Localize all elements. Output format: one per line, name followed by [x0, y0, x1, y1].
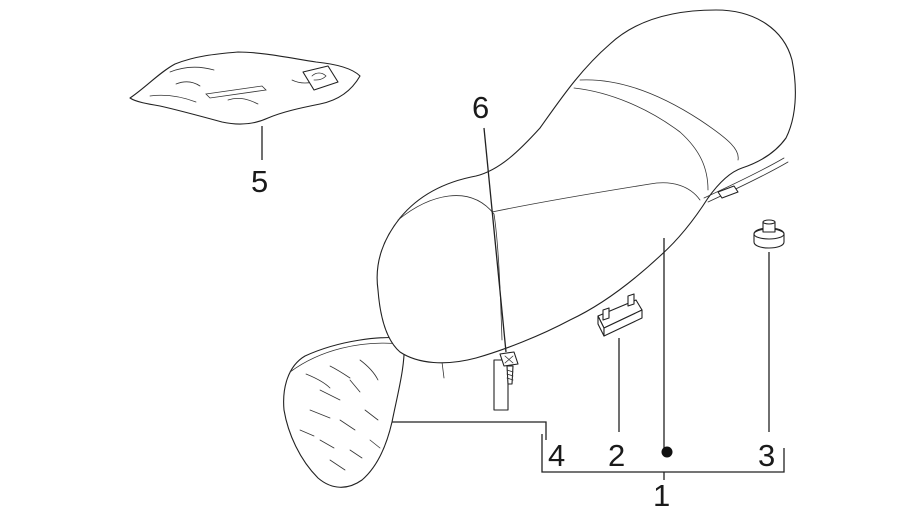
- assembly-group-bracket: [541, 434, 785, 473]
- screw: [499, 351, 519, 385]
- rubber-bumper: [753, 219, 785, 249]
- logo-emblem-icon: [302, 65, 339, 91]
- seat-liner-net: [283, 336, 405, 488]
- callout-5: 5: [251, 164, 268, 199]
- callout-2: 2: [608, 438, 625, 473]
- seat-assembly: [376, 9, 796, 411]
- hinge-bracket: [597, 293, 643, 337]
- callout-1: 1: [653, 478, 670, 512]
- tool-kit-bag: [129, 51, 361, 125]
- leader-line-4: [392, 421, 547, 440]
- leader-line-6: [483, 127, 507, 353]
- callout-3: 3: [758, 438, 775, 473]
- assembly-dot-marker: [661, 446, 673, 458]
- callout-4: 4: [548, 438, 565, 473]
- callout-6: 6: [472, 90, 489, 125]
